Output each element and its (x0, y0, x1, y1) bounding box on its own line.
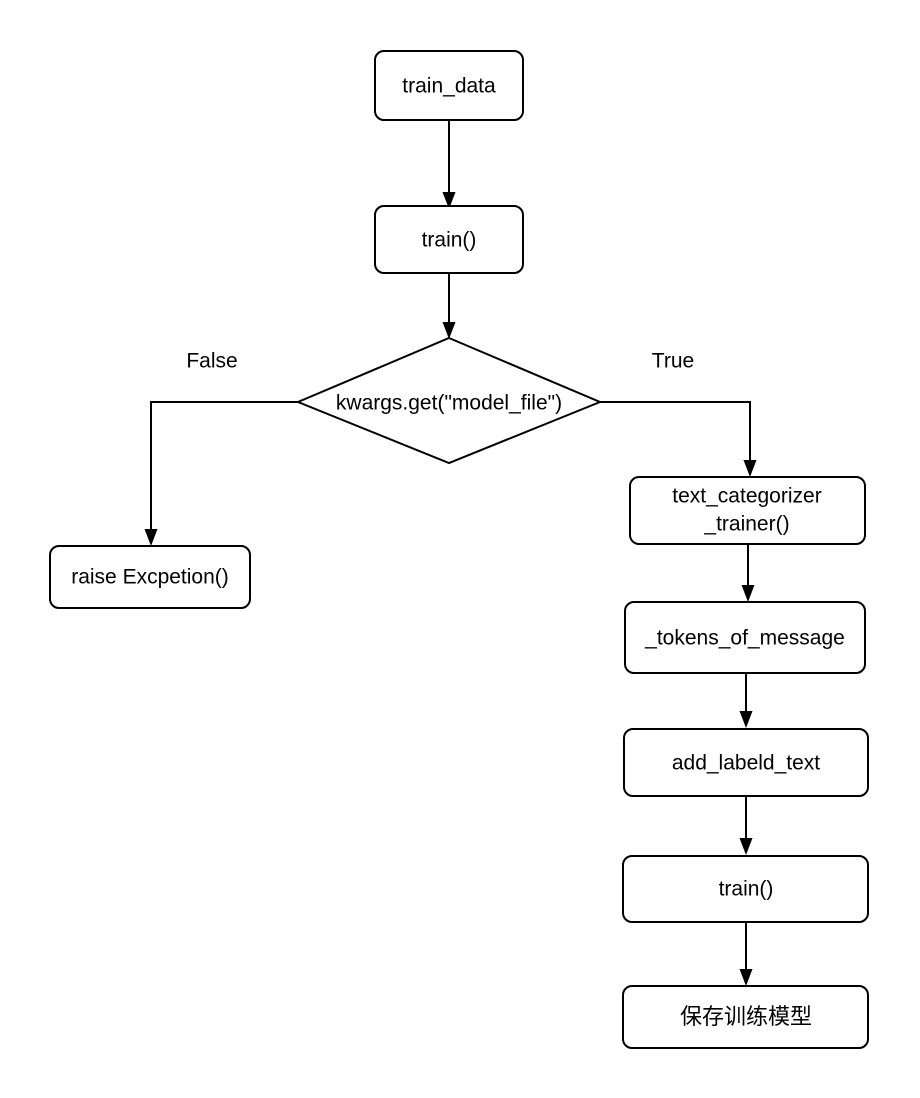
node-tokens-of-message-shape[interactable] (624, 601, 866, 674)
edge-tokens-to-add-labeld-text (739, 673, 753, 728)
node-raise-exception-label: raise Excpetion() (71, 566, 229, 589)
node-decision-model-file[interactable]: kwargs.get("model_file") (295, 336, 603, 465)
node-save-model-label: 保存训练模型 (680, 1005, 812, 1030)
node-raise-exception-shape[interactable] (49, 545, 251, 609)
node-train-data-shape[interactable] (374, 50, 524, 121)
node-text-categorizer-trainer-label-line1: text_categorizer (672, 485, 821, 508)
arrow-head-icon (739, 711, 753, 728)
arrow-head-icon (442, 322, 456, 339)
node-train-call-label: train() (719, 878, 774, 901)
arrow-head-icon (739, 969, 753, 986)
arrow-head-icon (144, 529, 158, 546)
node-save-model-shape[interactable] (622, 985, 869, 1049)
arrow-head-icon (442, 192, 456, 209)
node-raise-exception[interactable]: raise Excpetion() (49, 545, 251, 609)
arrow-head-icon (739, 838, 753, 855)
arrow-head-icon (741, 585, 755, 602)
node-train-entry[interactable]: train() (374, 205, 524, 274)
node-train-data[interactable]: train_data (374, 50, 524, 121)
node-save-model[interactable]: 保存训练模型 (622, 985, 869, 1049)
node-train-call-shape[interactable] (622, 855, 869, 923)
branch-label-true: True (652, 350, 694, 373)
node-tokens-of-message-label: _tokens_of_message (644, 627, 845, 650)
node-train-entry-label: train() (422, 229, 477, 252)
node-train-data-label: train_data (402, 75, 496, 98)
edge-decision-true-to-text-categorizer (600, 401, 757, 477)
edge-text-categorizer-to-tokens (741, 544, 755, 602)
node-text-categorizer-trainer-shape[interactable] (629, 476, 866, 545)
node-decision-shape[interactable] (295, 336, 603, 465)
edge-decision-false-to-raise (144, 401, 298, 546)
edge-train-to-save-model (739, 922, 753, 986)
node-text-categorizer-trainer-label-line2: _trainer() (703, 513, 789, 536)
arrow-head-icon (743, 460, 757, 477)
edge-add-labeld-text-to-train (739, 796, 753, 855)
node-add-labeld-text-shape[interactable] (623, 728, 869, 797)
node-tokens-of-message[interactable]: _tokens_of_message (624, 601, 866, 674)
node-decision-label: kwargs.get("model_file") (336, 392, 562, 415)
node-train-call[interactable]: train() (622, 855, 869, 923)
node-train-entry-shape[interactable] (374, 205, 524, 274)
node-add-labeld-text[interactable]: add_labeld_text (623, 728, 869, 797)
edge-train-data-to-train (442, 120, 456, 209)
edge-train-to-decision (442, 273, 456, 339)
branch-label-false: False (186, 350, 237, 373)
node-add-labeld-text-label: add_labeld_text (672, 752, 820, 775)
node-text-categorizer-trainer[interactable]: text_categorizer _trainer() (629, 476, 866, 545)
